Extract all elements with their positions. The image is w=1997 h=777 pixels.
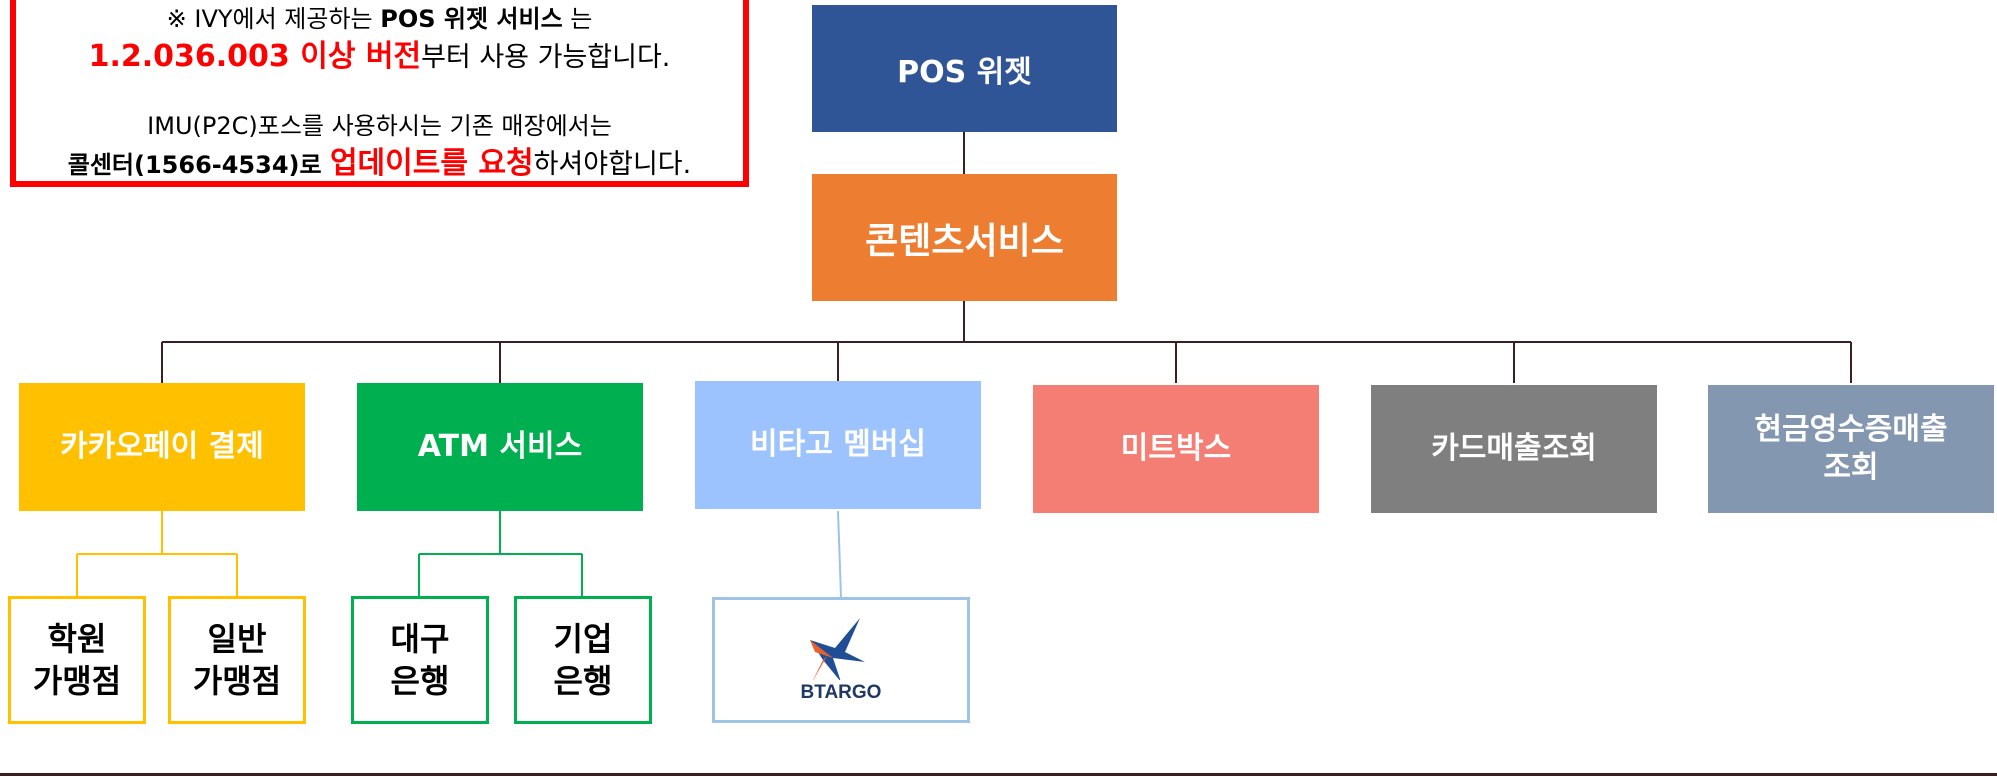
leaf-daegu-bank: 대구 은행 xyxy=(351,596,489,724)
service-vitago: 비타고 멤버십 xyxy=(695,381,981,509)
service-label: 비타고 멤버십 xyxy=(749,427,927,462)
notice-line-3: IMU(P2C)포스를 사용하시는 기존 매장에서는 xyxy=(147,112,612,140)
pos-widget-node: POS 위젯 xyxy=(812,5,1117,132)
service-label: 카드매출조회 xyxy=(1431,431,1597,466)
pos-widget-label: POS 위젯 xyxy=(897,54,1032,90)
notice-callcenter: 콜센터(1566-4534)로 xyxy=(67,151,330,179)
vitago-logo-text: BTARGO xyxy=(800,682,882,703)
leaf-label: 일반 가맹점 xyxy=(192,620,282,700)
service-meatbox: 미트박스 xyxy=(1033,385,1319,513)
service-label: 카카오페이 결제 xyxy=(60,429,264,464)
leaf-ibk-bank: 기업 은행 xyxy=(514,596,652,724)
leaf-general-merchant: 일반 가맹점 xyxy=(168,596,306,724)
notice-text: 부터 사용 가능합니다. xyxy=(421,42,671,73)
service-cash-receipt: 현금영수증매출 조회 xyxy=(1708,385,1994,513)
service-card-sales: 카드매출조회 xyxy=(1371,385,1657,513)
service-label: ATM 서비스 xyxy=(417,429,583,464)
notice-text: ※ IVY에서 제공하는 xyxy=(166,5,381,33)
content-service-node: 콘텐츠서비스 xyxy=(812,174,1117,301)
notice-box: ※ IVY에서 제공하는 POS 위젯 서비스 는 1.2.036.003 이상… xyxy=(10,0,749,187)
notice-text: 는 xyxy=(562,5,593,33)
leaf-academy-merchant: 학원 가맹점 xyxy=(8,596,146,724)
service-label: 미트박스 xyxy=(1120,431,1232,466)
leaf-label: 대구 은행 xyxy=(390,620,450,700)
leaf-label: 학원 가맹점 xyxy=(32,620,122,700)
service-label: 현금영수증매출 조회 xyxy=(1754,412,1948,485)
service-kakaopay: 카카오페이 결제 xyxy=(19,383,305,511)
leaf-label: 기업 은행 xyxy=(553,620,613,700)
bottom-rule xyxy=(0,773,1997,776)
notice-service-name: POS 위젯 서비스 xyxy=(380,5,563,33)
notice-update-request: 업데이트를 요청 xyxy=(329,146,534,181)
star-logo-icon xyxy=(810,618,865,680)
notice-line-2: 1.2.036.003 이상 버전부터 사용 가능합니다. xyxy=(16,38,743,77)
notice-text: 하셔야합니다. xyxy=(533,149,692,180)
connector-vitago-down xyxy=(837,510,842,598)
service-atm: ATM 서비스 xyxy=(357,383,643,511)
vitago-logo-box: BTARGO xyxy=(712,597,970,723)
notice-line-1: ※ IVY에서 제공하는 POS 위젯 서비스 는 xyxy=(16,0,743,38)
notice-version: 1.2.036.003 이상 버전 xyxy=(88,39,422,74)
content-service-label: 콘텐츠서비스 xyxy=(865,220,1064,262)
notice-line-4: 콜센터(1566-4534)로 업데이트를 요청하셔야합니다. xyxy=(16,145,743,184)
